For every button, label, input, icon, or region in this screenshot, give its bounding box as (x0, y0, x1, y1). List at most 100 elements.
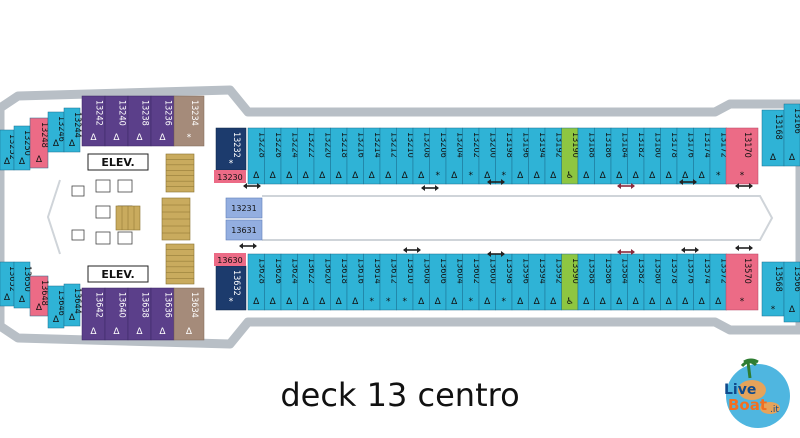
cabin-13234[interactable]: 13234* (173, 95, 205, 147)
cabin-13614[interactable]: 13614* (363, 253, 382, 311)
triangle-icon: Δ (36, 303, 43, 313)
cabin-13190[interactable]: 13190♿ (561, 127, 580, 185)
cabin-13610[interactable]: 13610* (396, 253, 415, 311)
cabin-number: 13602 (471, 258, 481, 284)
cabin-number: 13594 (537, 258, 547, 284)
room-13231[interactable] (225, 197, 263, 219)
cabin-13602[interactable]: 13602* (462, 253, 481, 311)
cabin-number: 13624 (289, 258, 299, 284)
corridor (40, 176, 780, 258)
cabin-number: 13616 (355, 258, 365, 284)
cabin-13570[interactable]: 13570* (725, 253, 759, 311)
cabin-13198[interactable]: 13198* (495, 127, 514, 185)
cabin-13590[interactable]: 13590♿ (561, 253, 580, 311)
cabin-number: 13232 (231, 132, 241, 158)
cabin-13612[interactable]: 13612* (379, 253, 398, 311)
cabin-13598[interactable]: 13598* (495, 253, 514, 311)
cabin-13632[interactable]: 13632* (215, 265, 247, 311)
triangle-icon: Δ (451, 171, 458, 181)
room-13630[interactable] (214, 253, 246, 266)
room-13230[interactable] (214, 170, 246, 183)
cabin-13170[interactable]: 13170* (725, 127, 759, 185)
cabin-13172[interactable]: 13172* (709, 127, 728, 185)
cabin-13234-box (173, 95, 205, 147)
cabin-13202[interactable]: 13202* (462, 127, 481, 185)
cabin-13206[interactable]: 13206* (429, 127, 448, 185)
cabin-number: 13168 (773, 114, 783, 140)
cabin-13568[interactable]: 13568* (761, 261, 785, 317)
cabin-13232[interactable]: 13232* (215, 127, 247, 171)
double-arrow-icon (679, 179, 697, 185)
room-13631[interactable] (225, 219, 263, 241)
